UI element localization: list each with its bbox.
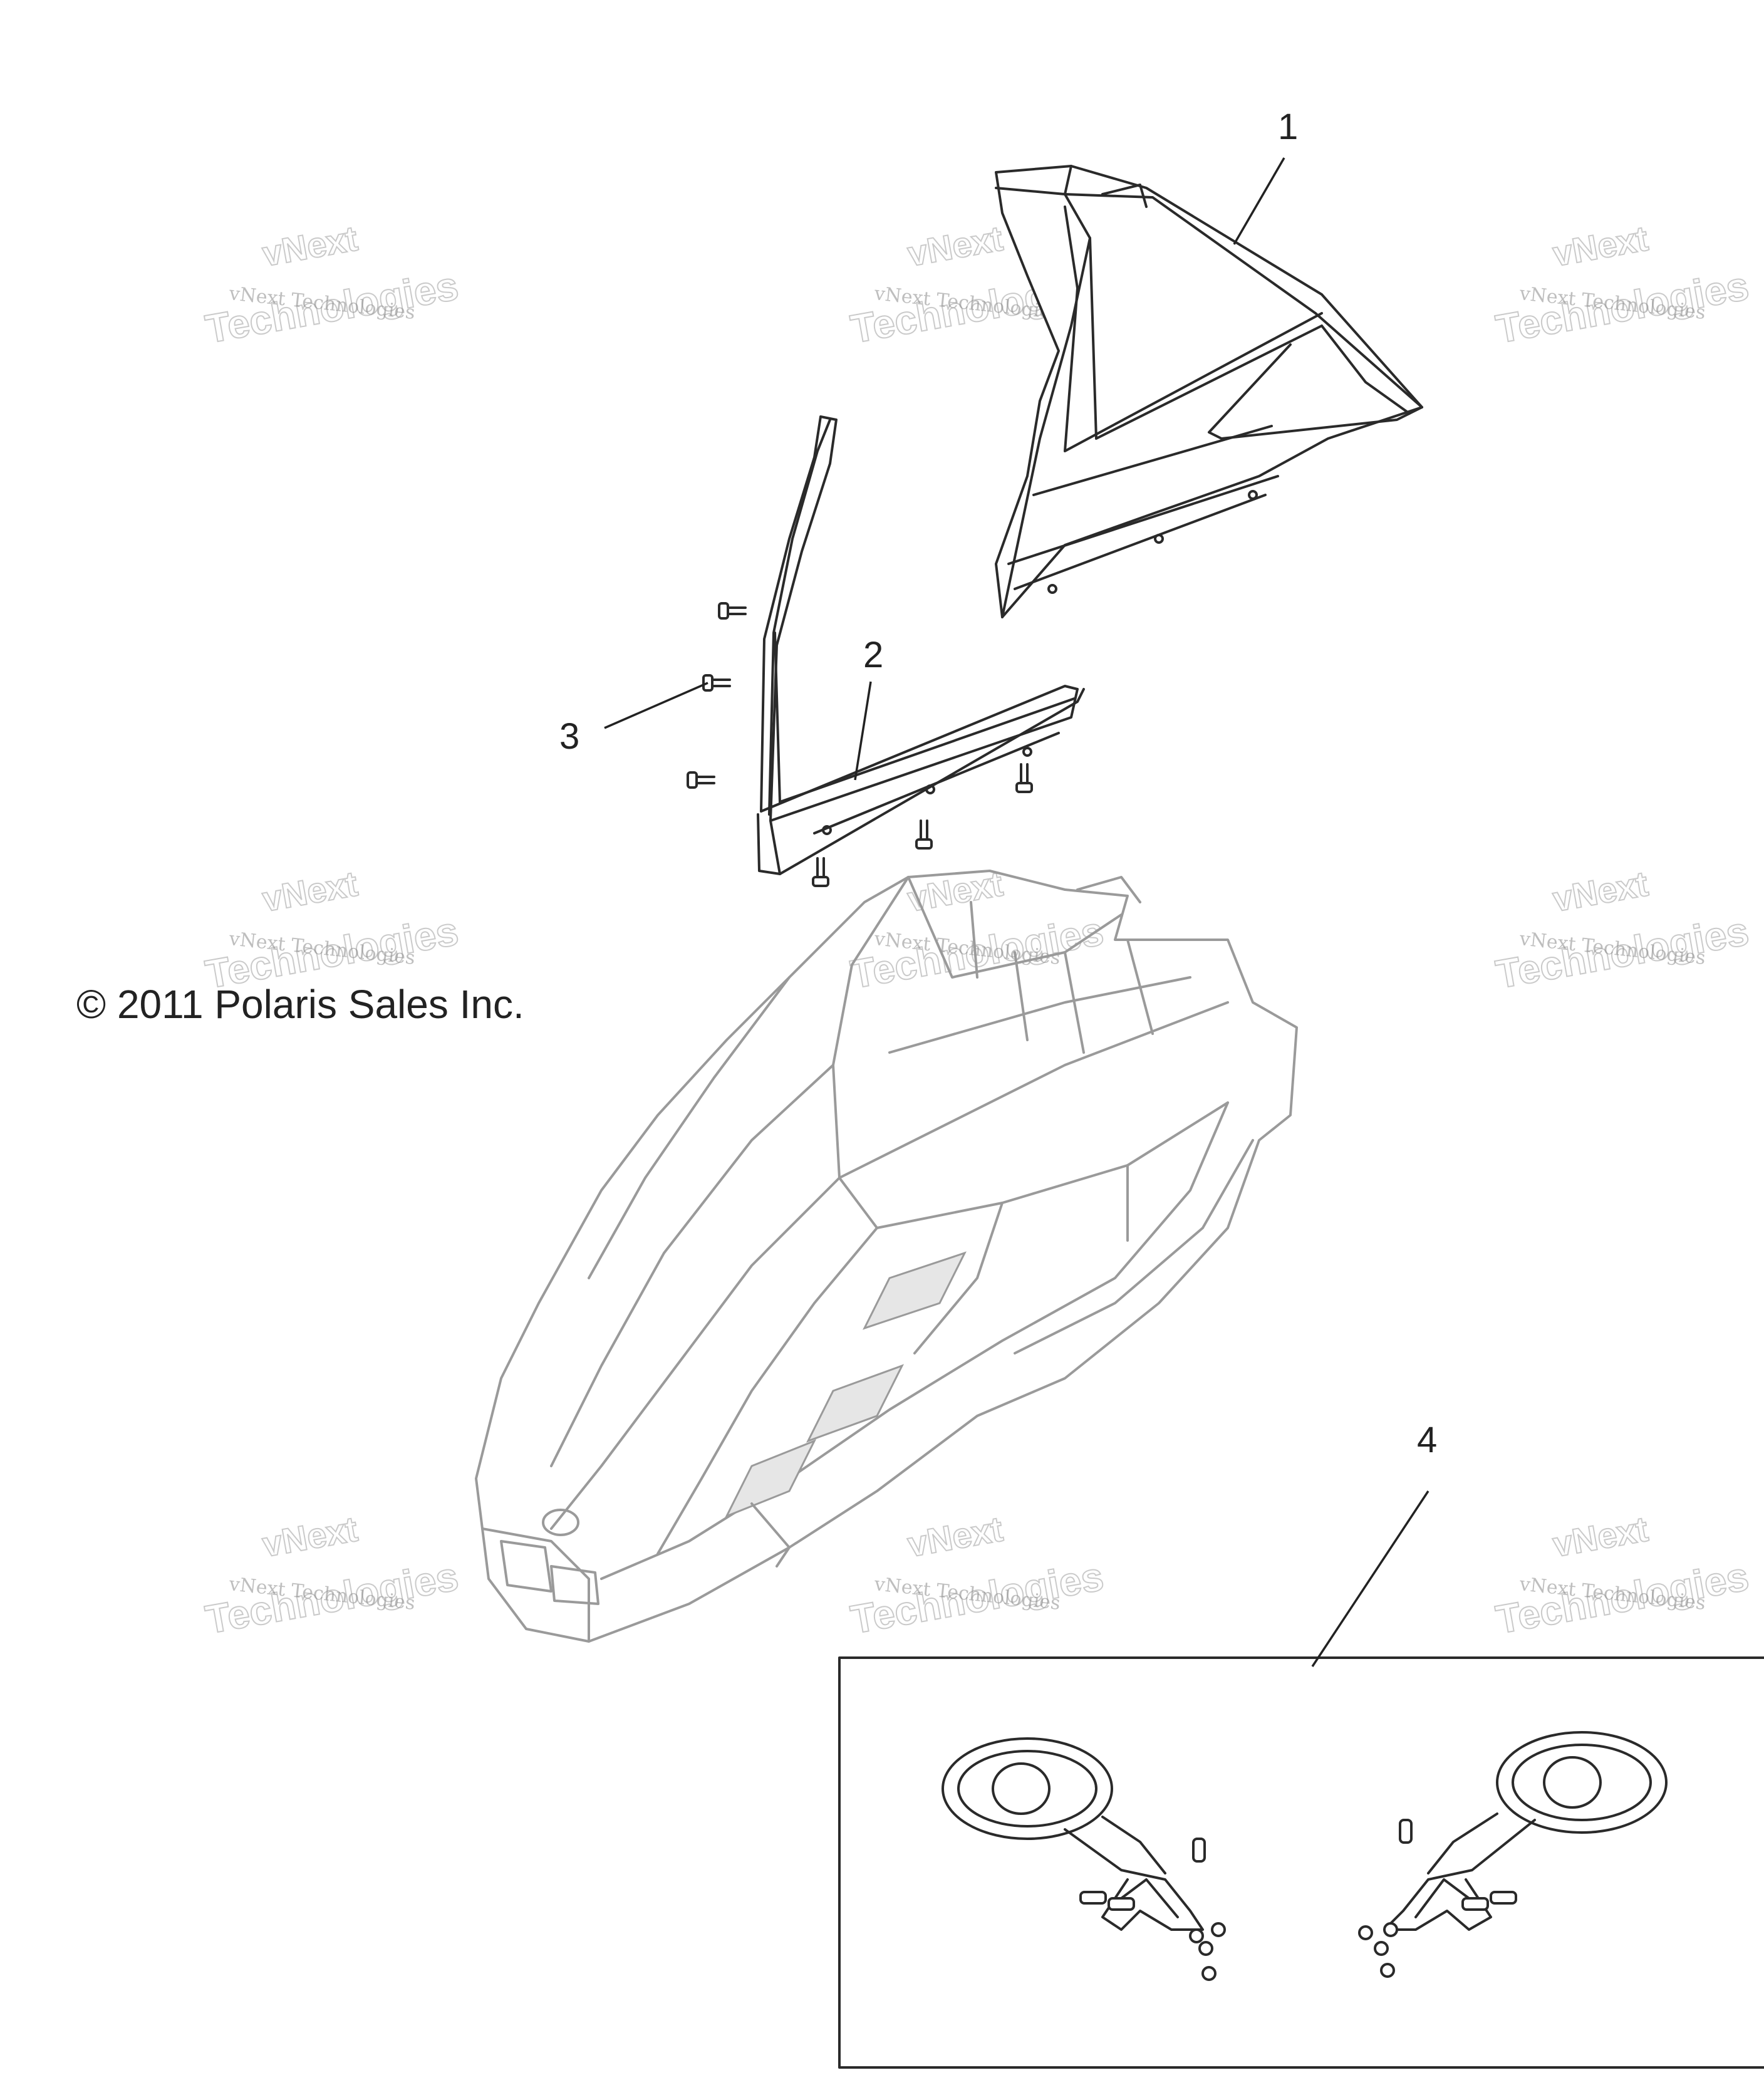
mirror-left — [942, 1737, 1226, 1981]
screw — [1015, 763, 1033, 793]
watermark: vNext Technologies — [1492, 217, 1753, 352]
watermark: vNext Technologies — [1492, 1508, 1753, 1643]
part-2-seal[interactable] — [757, 415, 1085, 875]
watermark-text: vNext — [1550, 863, 1651, 919]
copyright-notice: © 2011 Polaris Sales Inc. — [76, 982, 524, 1027]
vehicle-body — [475, 870, 1298, 1643]
part-1-windshield[interactable] — [995, 165, 1423, 618]
watermark-text: vNext — [259, 863, 360, 919]
watermark: vNext Technologies — [202, 863, 462, 997]
watermark: vNext Technologies — [202, 1508, 462, 1643]
part-4-mirror-kit[interactable] — [838, 1656, 1764, 2069]
watermark-text: vNext — [259, 1509, 360, 1564]
watermark-text: vNext — [905, 1509, 1005, 1564]
callout-2: 2 — [863, 635, 883, 675]
watermark-text: vNext — [1550, 1509, 1651, 1564]
watermark-text: vNext — [905, 218, 1005, 274]
mirror-right — [1358, 1731, 1668, 1978]
watermark: vNext Technologies — [1492, 863, 1753, 997]
screw — [718, 602, 747, 620]
watermark-text: vNext — [1550, 218, 1651, 274]
callout-4: 4 — [1417, 1420, 1437, 1460]
screw — [915, 819, 933, 850]
callouts: 1 2 3 4 — [559, 107, 1437, 1460]
screw — [687, 771, 715, 789]
part-3-screws[interactable] — [687, 602, 1033, 887]
callout-1: 1 — [1278, 107, 1298, 147]
watermark-text: vNext — [259, 218, 360, 274]
watermark: vNext Technologies — [847, 1508, 1108, 1643]
leader-lines — [604, 157, 1429, 1667]
callout-3: 3 — [559, 716, 579, 757]
screw — [812, 857, 829, 887]
watermark: vNext Technologies — [202, 217, 462, 352]
